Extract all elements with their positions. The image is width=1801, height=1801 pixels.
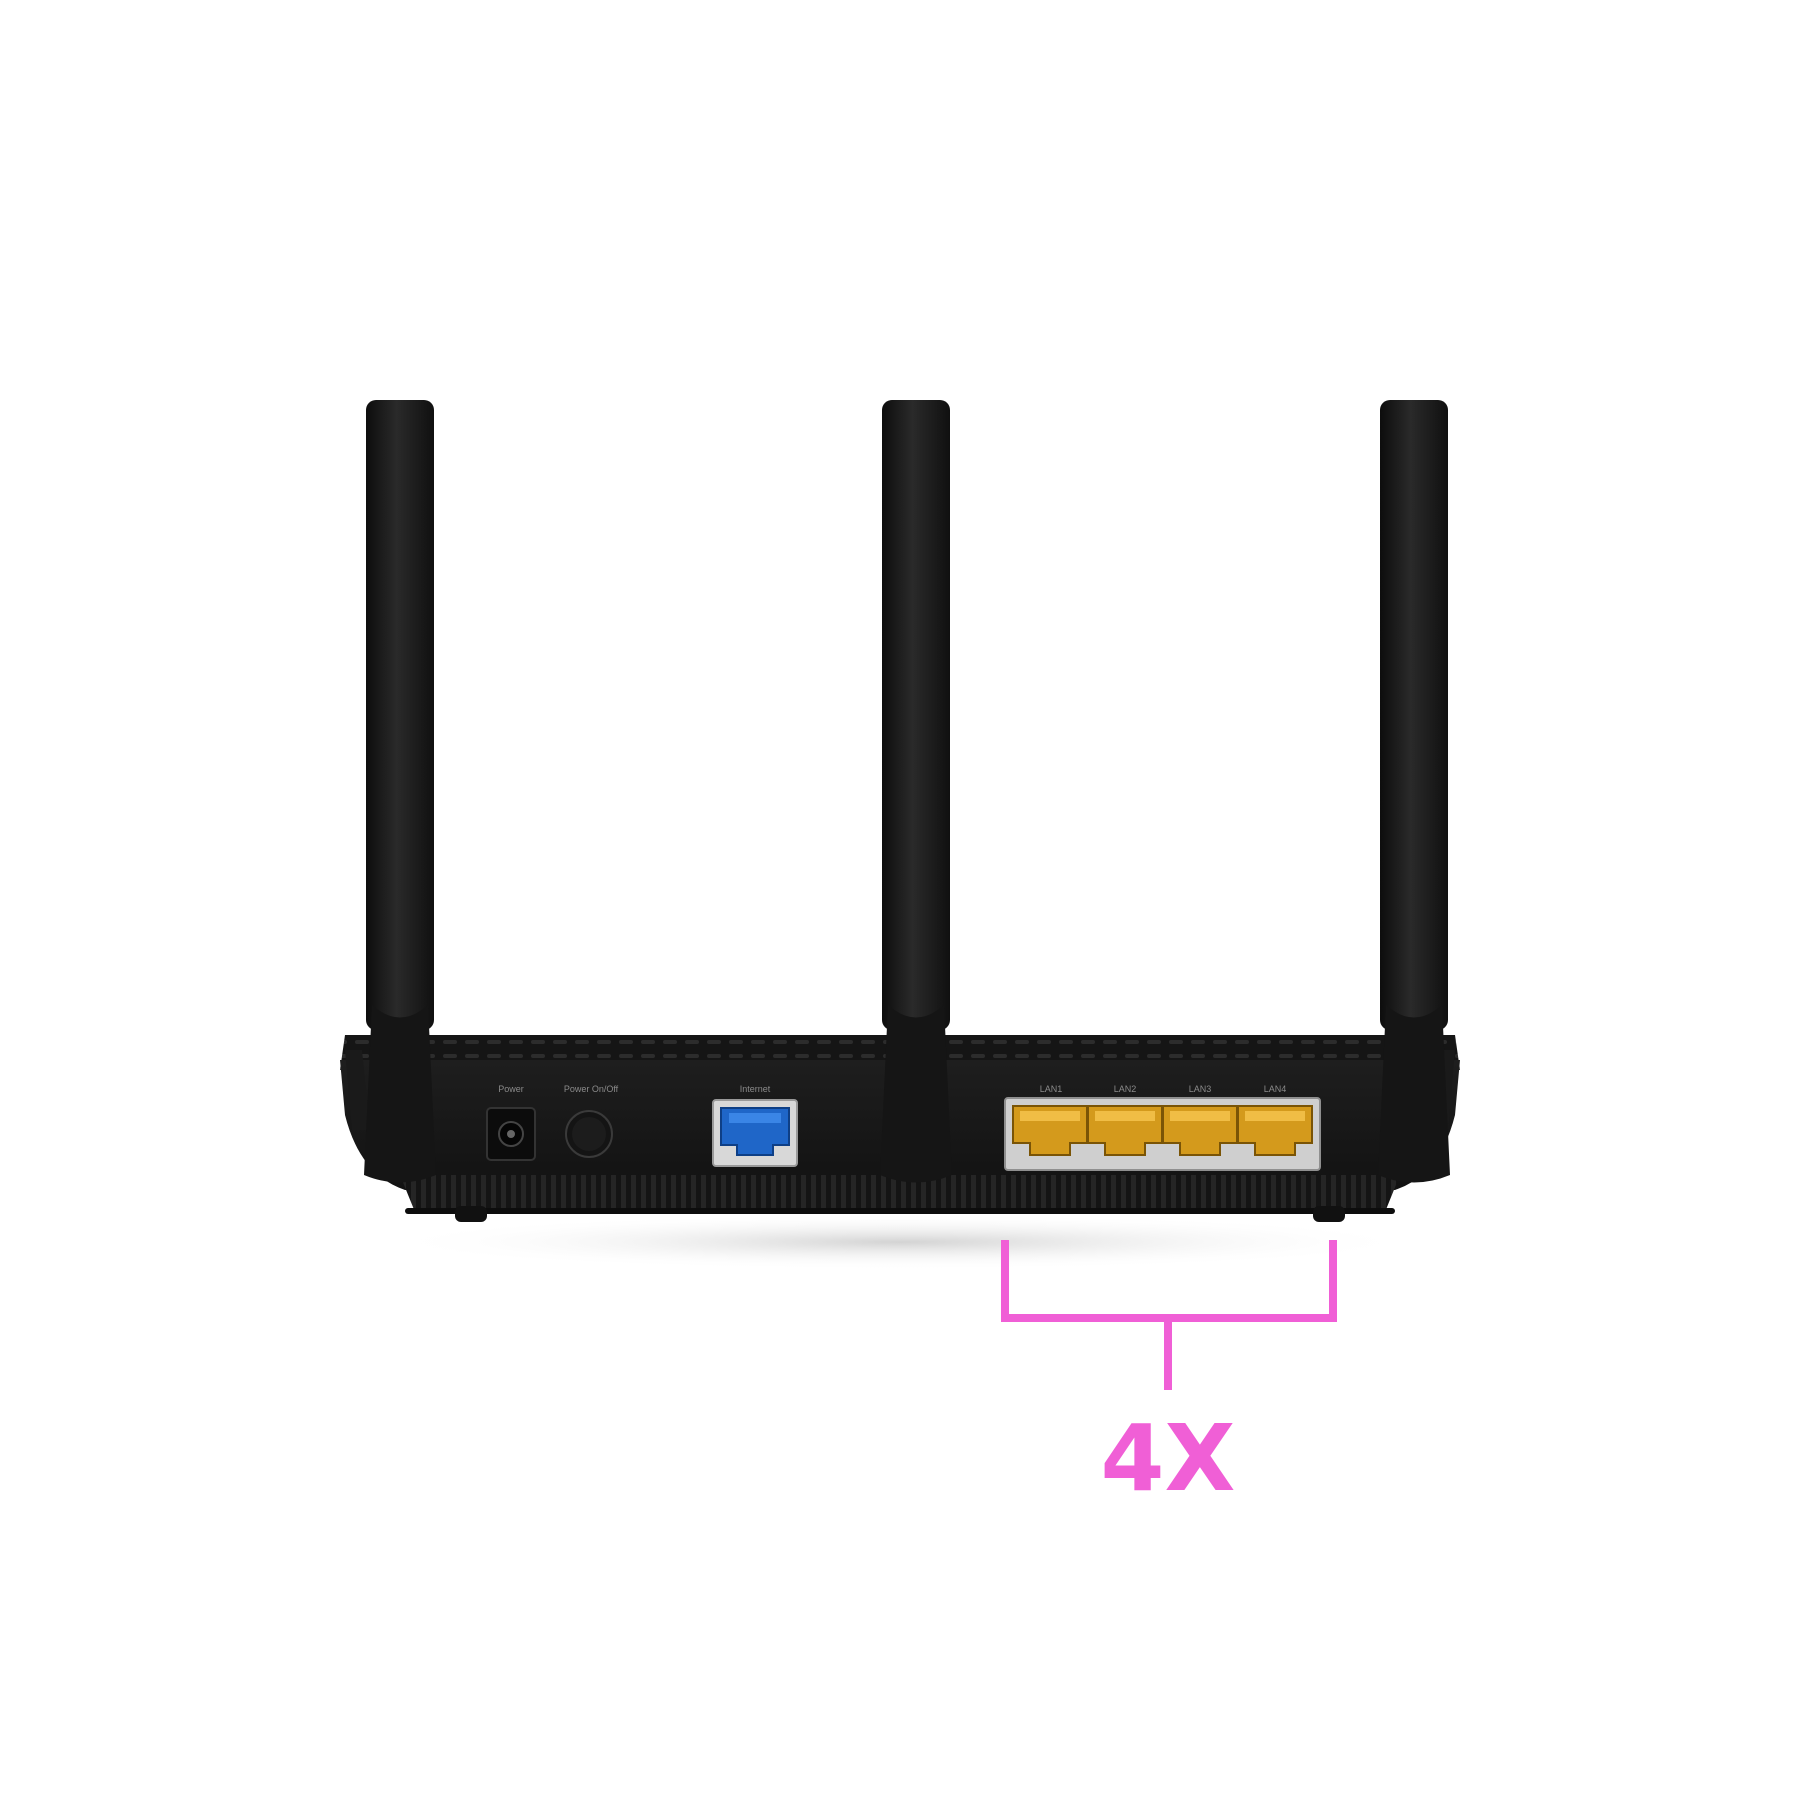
callout-count-label: 4X bbox=[1101, 1405, 1236, 1512]
internet-port-label: Internet bbox=[740, 1084, 771, 1094]
power-jack bbox=[486, 1107, 536, 1161]
base-edge bbox=[405, 1208, 1395, 1214]
antenna-left bbox=[364, 400, 436, 1183]
lan-port-block bbox=[1004, 1097, 1321, 1171]
power-switch-label: Power On/Off bbox=[564, 1084, 619, 1094]
power-button bbox=[565, 1110, 613, 1158]
antenna-right bbox=[1378, 400, 1450, 1183]
lan4-label: LAN4 bbox=[1264, 1084, 1287, 1094]
lan3-label: LAN3 bbox=[1189, 1084, 1212, 1094]
side-clip-left bbox=[345, 1050, 370, 1130]
internet-port bbox=[712, 1099, 798, 1167]
power-port-label: Power bbox=[498, 1084, 524, 1094]
lan1-label: LAN1 bbox=[1040, 1084, 1063, 1094]
lan4-port bbox=[1237, 1105, 1313, 1156]
lan2-label: LAN2 bbox=[1114, 1084, 1137, 1094]
bottom-ribs bbox=[400, 1175, 1400, 1212]
floor-shadow bbox=[380, 1214, 1420, 1270]
lan-callout: 4X bbox=[1001, 1240, 1337, 1512]
antenna-center bbox=[880, 400, 952, 1183]
foot-left bbox=[455, 1206, 487, 1222]
foot-right bbox=[1313, 1206, 1345, 1222]
